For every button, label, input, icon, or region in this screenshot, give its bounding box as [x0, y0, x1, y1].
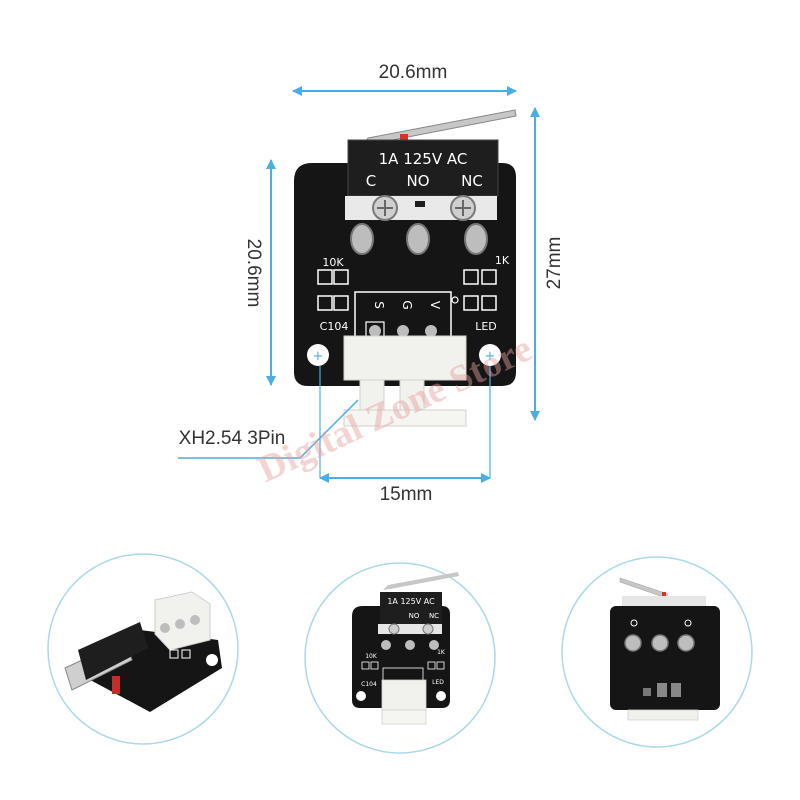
xh-connector [343, 335, 467, 381]
capacitor-c104-label: C104 [320, 320, 349, 333]
dim-bottom-label: 15mm [380, 484, 433, 505]
thumbnail-front-view: 1A 125V AC NO NC 10K 1K C104 LED [304, 562, 496, 754]
thumbnail-back-view [561, 556, 753, 748]
dim-top-label: 20.6mm [379, 62, 448, 83]
resistor-10k-label: 10K [322, 256, 344, 269]
switch-pin-c-label: C [366, 172, 376, 190]
main-module: 1A 125V AC C NO NC 10K C104 1K LED [294, 109, 517, 427]
resistor-1k-label: 1K [495, 254, 510, 267]
small-led-label: LED [432, 679, 444, 686]
solder-pin-1 [350, 223, 374, 255]
mount-hole-right [479, 344, 501, 366]
resistor-1k-pads [463, 269, 497, 311]
svg-text:+: + [485, 349, 496, 364]
small-pin-nc-label: NC [429, 612, 439, 620]
solder-pin-2 [406, 223, 430, 255]
led-label: LED [475, 320, 497, 333]
pin-g-label: G [400, 300, 414, 309]
small-rating-text: 1A 125V AC [387, 597, 435, 606]
svg-text:+: + [313, 349, 324, 364]
dim-left-label: 20.6mm [243, 239, 264, 308]
small-pin-no-label: NO [409, 612, 420, 620]
dimension-lines [178, 86, 540, 483]
mount-hole-left [307, 344, 329, 366]
connector-label: XH2.54 3Pin [179, 428, 286, 449]
small-c104-label: C104 [361, 681, 377, 688]
solder-pin-3 [464, 223, 488, 255]
connector-leader-line [178, 399, 359, 459]
switch-pin-nc-label: NC [461, 172, 483, 190]
small-10k-label: 10K [365, 653, 378, 660]
lever-actuator-red [400, 134, 408, 144]
thumbnail-angled-view [47, 553, 239, 745]
pin-s-label: S [372, 301, 386, 309]
small-1k-label: 1K [437, 649, 446, 656]
micro-switch-body [347, 139, 499, 197]
switch-pin-no-label: NO [406, 172, 429, 190]
dim-right-label: 27mm [544, 237, 565, 290]
pin-v-label: V [428, 301, 442, 310]
resistor-10k-pads [317, 269, 349, 311]
switch-rating-text: 1A 125V AC [379, 150, 468, 168]
